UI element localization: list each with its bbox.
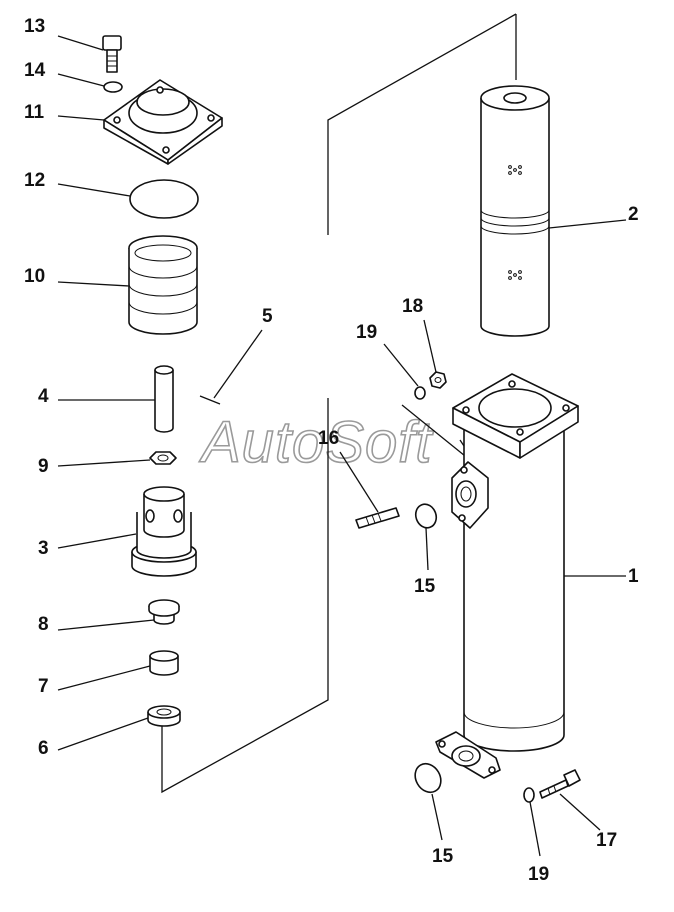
callout-4: 4: [38, 386, 49, 407]
callout-13: 13: [24, 16, 45, 37]
callout-15-top: 15: [414, 576, 436, 597]
callout-6: 6: [38, 738, 49, 759]
part-15-o-ring-top: [414, 503, 438, 529]
callout-7: 7: [38, 676, 49, 697]
callout-5: 5: [262, 306, 273, 327]
callout-11: 11: [24, 102, 45, 123]
callout-19-top: 19: [356, 322, 377, 343]
part-6-plug: [147, 705, 181, 727]
callout-17: 17: [596, 830, 617, 851]
leader-lines: [57, 35, 627, 857]
part-8-plug: [148, 599, 180, 625]
part-12-o-ring: [129, 179, 199, 219]
part-19-washer-bottom: [523, 787, 535, 803]
part-18-nut: [429, 371, 447, 389]
callout-16: 16: [318, 428, 339, 449]
part-17-bolt: [539, 769, 581, 799]
callout-1: 1: [628, 566, 639, 587]
callout-15-bottom: 15: [432, 846, 454, 867]
part-9-nut: [149, 451, 177, 465]
part-4-pin: [154, 365, 174, 433]
callout-18: 18: [402, 296, 423, 317]
callout-12: 12: [24, 170, 45, 191]
callout-3: 3: [38, 538, 49, 559]
callout-2: 2: [628, 204, 639, 225]
callout-labels: 13 14 11 12 10 5 4 9 3 8 7 6 2 18 19 16 …: [24, 16, 639, 885]
part-16-stud: [355, 507, 400, 529]
part-15-o-ring-bottom: [414, 762, 442, 794]
part-11-cover: [103, 79, 223, 165]
watermark: AutoSoft: [199, 410, 434, 475]
part-19-washer-top: [414, 386, 426, 400]
part-3-valve: [131, 486, 197, 577]
callout-9: 9: [38, 456, 49, 477]
part-2-filter: [480, 85, 550, 337]
part-10-spring: [128, 235, 198, 335]
part-13-bolt: [102, 35, 122, 73]
callout-14: 14: [24, 60, 46, 81]
part-7-sleeve: [149, 650, 179, 676]
part-14-washer: [103, 81, 123, 93]
callout-10: 10: [24, 266, 45, 287]
part-5-cotter: [199, 395, 221, 405]
part-1-case: [435, 373, 579, 779]
callout-19-bottom: 19: [528, 864, 549, 885]
callout-8: 8: [38, 614, 49, 635]
